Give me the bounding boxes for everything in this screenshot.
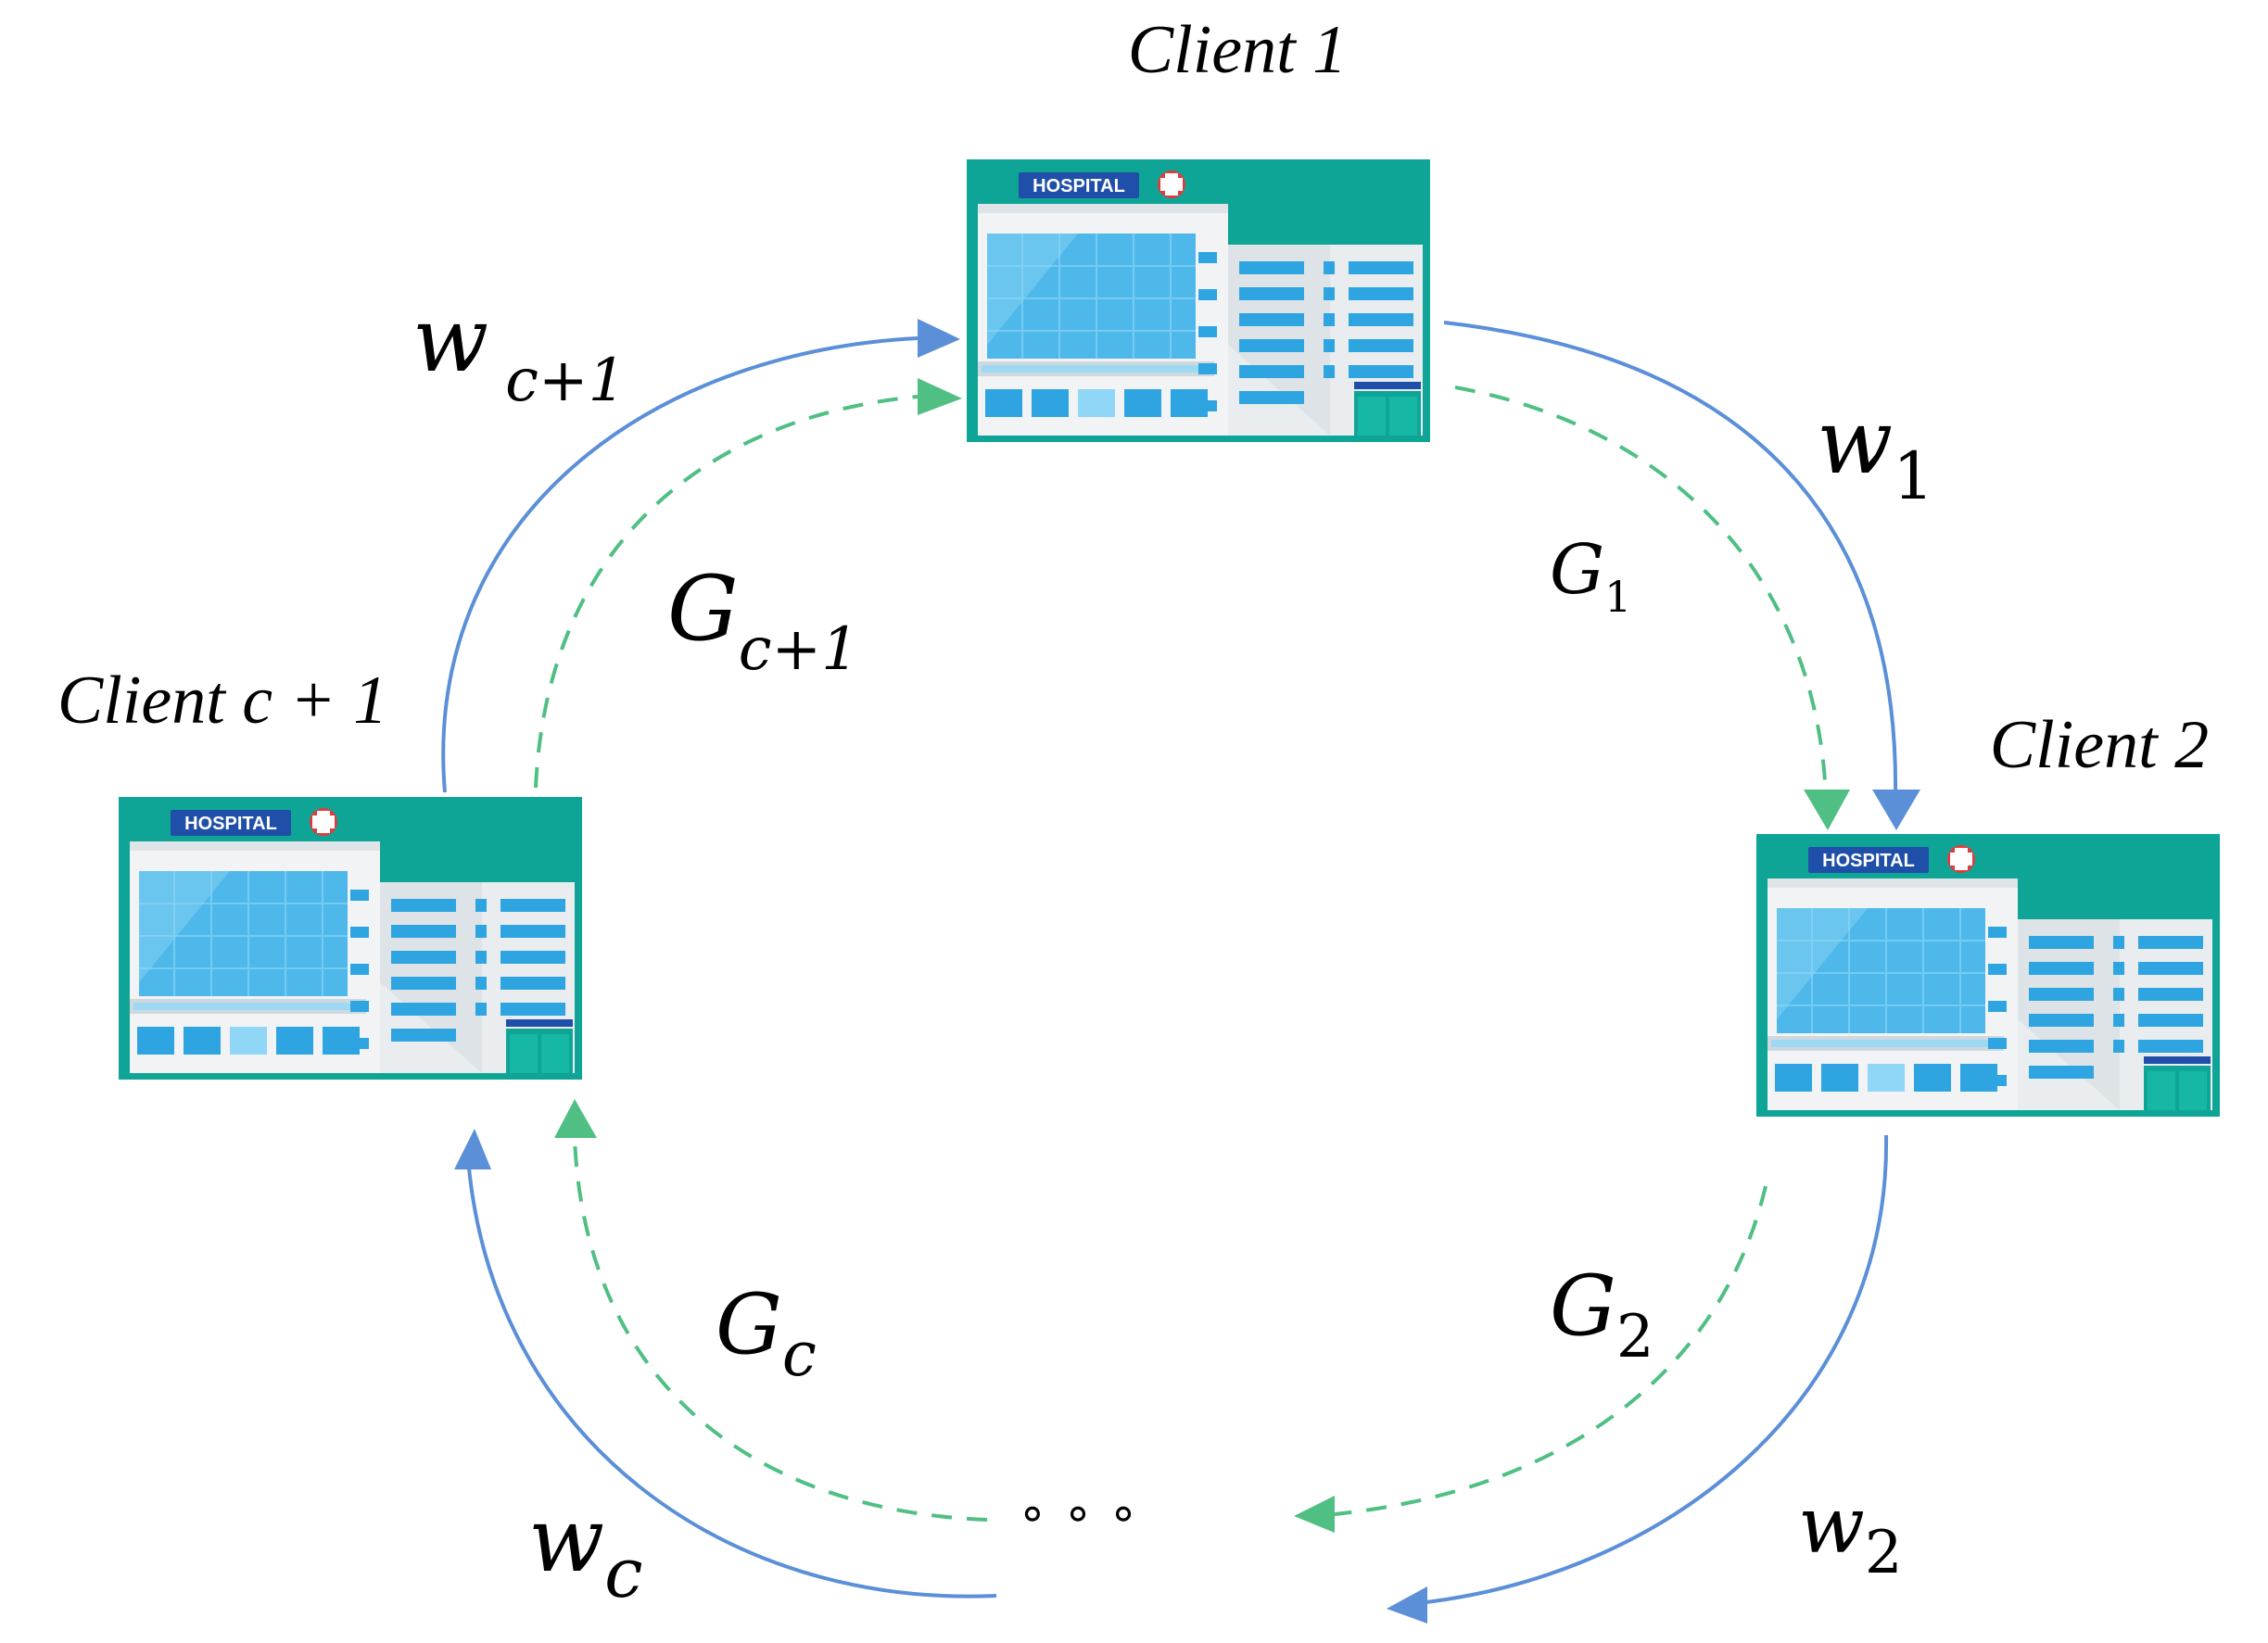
arrowhead-w2 <box>1387 1586 1427 1624</box>
label-wc-sub: c <box>604 1534 642 1613</box>
label-gc1-base: G <box>667 557 739 661</box>
gradient-arrowheads <box>554 378 1850 1533</box>
arrow-g1 <box>1454 385 1828 798</box>
client-1-label: Client 1 <box>1128 12 1347 88</box>
hospital-sign: HOSPITAL <box>1822 851 1915 871</box>
label-w1: w1 <box>1817 390 1934 514</box>
client-2-label: Client 2 <box>1990 707 2209 783</box>
arrow-w2 <box>1417 1134 1889 1605</box>
hospital-building-icon <box>966 158 1431 443</box>
arrow-w1 <box>1443 321 1898 798</box>
hospital-building-icon <box>1755 833 2221 1118</box>
label-g2-sub: 2 <box>1616 1303 1654 1371</box>
label-w2-base: w <box>1798 1480 1865 1571</box>
label-g1-base: G <box>1550 530 1604 610</box>
arrowhead-wc1 <box>918 319 960 358</box>
arrowhead-g2 <box>1294 1496 1335 1533</box>
arrowhead-wc <box>454 1129 491 1169</box>
label-wc1-base: w <box>412 288 488 392</box>
weight-arrowheads <box>454 319 1920 1624</box>
arrow-gc <box>573 1137 988 1522</box>
label-g2-base: G <box>1550 1258 1616 1355</box>
label-g2: G2 <box>1550 1258 1654 1371</box>
label-gc-sub: c <box>782 1319 817 1390</box>
label-gc: Gc <box>716 1276 817 1390</box>
client-c-plus-1-node: HOSPITAL <box>118 796 583 1081</box>
client-2-node: HOSPITAL <box>1755 833 2221 1118</box>
label-w1-base: w <box>1817 390 1893 494</box>
label-g1: G1 <box>1550 530 1631 622</box>
label-wc: wc <box>528 1488 643 1613</box>
weight-arrows <box>441 321 1898 1605</box>
arrowhead-w1 <box>1872 790 1920 830</box>
label-gc1-sub: c+1 <box>739 615 859 684</box>
hospital-sign: HOSPITAL <box>184 814 277 834</box>
hospital-building-icon <box>118 796 583 1081</box>
label-w2-sub: 2 <box>1865 1519 1903 1587</box>
label-wc1-sub: c+1 <box>505 347 626 415</box>
arrow-wc <box>466 1157 997 1599</box>
ellipsis: ∘ ∘ ∘ <box>1018 1485 1139 1541</box>
label-gc1: Gc+1 <box>667 557 859 684</box>
arrowhead-gc <box>554 1099 597 1138</box>
client-1-node: HOSPITAL <box>966 158 1431 443</box>
label-g1-sub: 1 <box>1604 572 1631 622</box>
label-gc-base: G <box>716 1276 782 1373</box>
label-w1-sub: 1 <box>1893 438 1934 514</box>
arrow-wc1 <box>441 336 919 793</box>
arrowhead-gc1 <box>918 378 962 415</box>
gradient-arrows <box>534 385 1828 1522</box>
arrow-g2 <box>1324 1185 1768 1517</box>
hospital-sign: HOSPITAL <box>1033 176 1125 196</box>
label-wc-base: w <box>528 1488 604 1592</box>
arrowhead-g1 <box>1804 790 1850 830</box>
label-w2: w2 <box>1798 1480 1903 1587</box>
client-c-plus-1-label: Client c + 1 <box>57 663 387 739</box>
